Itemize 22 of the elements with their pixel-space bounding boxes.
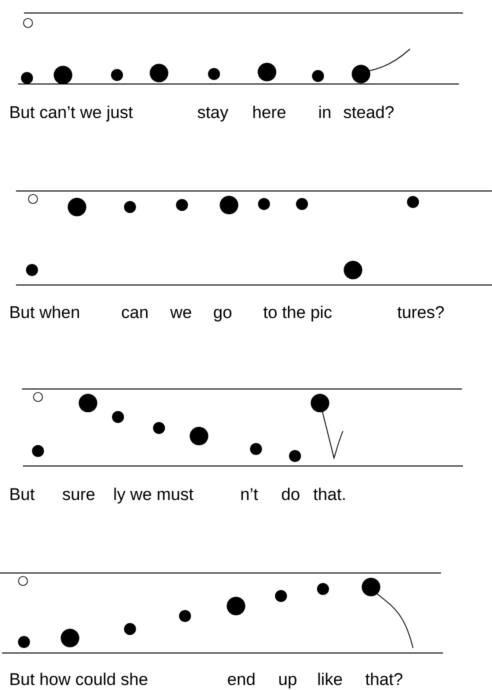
- syllable-text: to the pic: [263, 306, 332, 322]
- syllable-text: sure: [62, 490, 95, 500]
- syllable-text: But can’t we just: [10, 106, 133, 122]
- syllable-text: But how could she: [10, 672, 148, 686]
- syllable-text: that?: [365, 672, 402, 686]
- syllable-text: go: [214, 308, 232, 322]
- syllable-text: here: [253, 106, 286, 118]
- syllable-text: tures?: [397, 306, 444, 318]
- syllable-text: do: [282, 488, 300, 500]
- syllable-text: stead?: [344, 106, 394, 118]
- syllable-text: like: [318, 672, 342, 686]
- syllable-text: stay: [198, 107, 228, 122]
- syllable-text: n’t: [241, 488, 258, 500]
- syllable-text: But: [10, 488, 35, 500]
- syllable-text: we: [170, 308, 192, 318]
- syllable-text: can: [122, 308, 148, 318]
- syllable-text: end: [228, 672, 254, 686]
- syllable-text: But when: [10, 306, 79, 318]
- syllable-text: in: [319, 106, 330, 118]
- syllable-text: up: [279, 676, 296, 689]
- syllable-text: that.: [313, 488, 345, 500]
- syllable-text: ly we must: [114, 488, 194, 504]
